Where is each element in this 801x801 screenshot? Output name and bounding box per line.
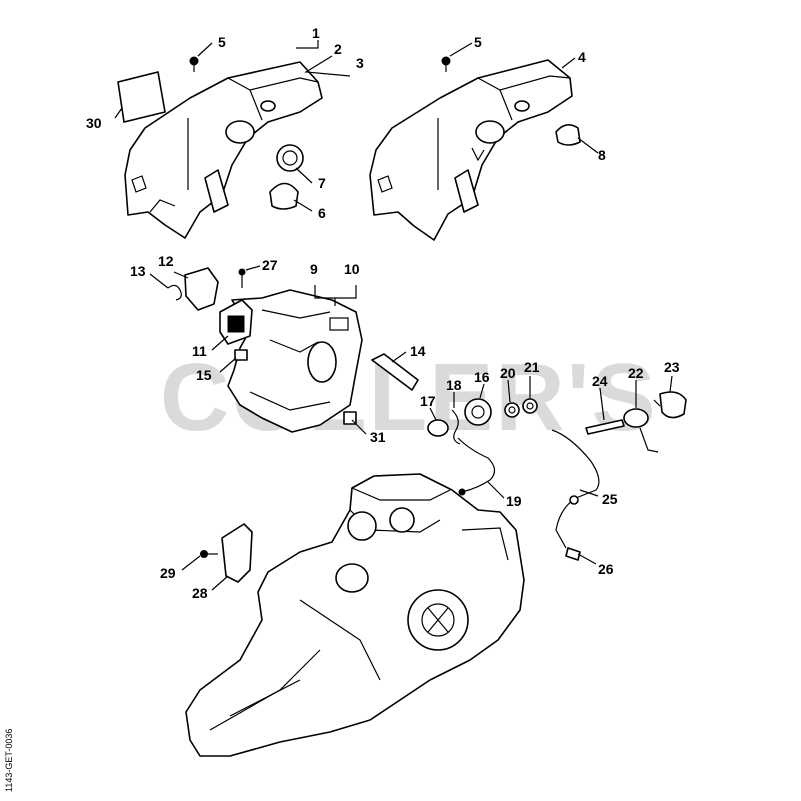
callout-8: 8	[598, 147, 606, 163]
cover-28	[221, 523, 253, 583]
callout-27: 27	[262, 257, 278, 273]
hose-25	[551, 429, 600, 549]
callout-5-right: 5	[474, 34, 482, 50]
callout-19: 19	[506, 493, 522, 509]
fitting-26	[565, 547, 581, 561]
dial-16	[464, 398, 492, 426]
drawing-code: 1143-GET-0036	[4, 729, 14, 792]
handle-housing-9-10	[227, 289, 363, 433]
callout-14: 14	[410, 343, 426, 359]
callout-23: 23	[664, 359, 680, 375]
valve-22	[623, 408, 659, 453]
shroud-right	[369, 59, 573, 241]
screw-5-left	[189, 56, 199, 72]
callout-29: 29	[160, 565, 176, 581]
callout-7: 7	[318, 175, 326, 191]
callout-30: 30	[86, 115, 102, 131]
wire-19	[457, 437, 496, 496]
screw-29	[200, 550, 218, 558]
callout-12: 12	[158, 253, 174, 269]
switch-17	[427, 419, 449, 437]
callout-10: 10	[344, 261, 360, 277]
spring-13	[167, 284, 182, 301]
screw-27	[238, 268, 246, 288]
pin-24	[585, 419, 625, 435]
callout-24: 24	[592, 373, 608, 389]
bracket-11	[219, 299, 253, 345]
cap-23	[653, 391, 687, 419]
filter-plate-30	[117, 71, 166, 123]
spring-18	[451, 409, 461, 445]
callout-labels: 1 2 3 5 5 4 30 7 6 8 9 10 13 12 27 11 15…	[86, 25, 680, 601]
callout-1: 1	[312, 25, 320, 41]
ring-21	[522, 398, 538, 414]
knob-7	[276, 144, 304, 172]
callout-15: 15	[196, 367, 212, 383]
callout-25: 25	[602, 491, 618, 507]
strip-14	[371, 353, 419, 391]
cap-6	[269, 182, 299, 210]
lever-12	[184, 267, 219, 311]
callout-16: 16	[474, 369, 490, 385]
callout-2: 2	[334, 41, 342, 57]
screw-5-right	[441, 56, 451, 72]
nut-15	[234, 349, 248, 361]
callout-5-left: 5	[218, 34, 226, 50]
callout-31: 31	[370, 429, 386, 445]
callout-18: 18	[446, 377, 462, 393]
callout-3: 3	[356, 55, 364, 71]
callout-6: 6	[318, 205, 326, 221]
callout-13: 13	[130, 263, 146, 279]
cap-8	[555, 124, 581, 146]
callout-17: 17	[420, 393, 436, 409]
callout-11: 11	[192, 343, 207, 359]
callout-22: 22	[628, 365, 644, 381]
callout-20: 20	[500, 365, 516, 381]
callout-28: 28	[192, 585, 208, 601]
ring-20	[504, 402, 520, 418]
callout-9: 9	[310, 261, 318, 277]
engine-body	[185, 473, 525, 757]
callout-21: 21	[524, 359, 540, 375]
callout-4: 4	[578, 49, 586, 65]
shroud-left	[124, 61, 323, 239]
leader-lines	[114, 40, 673, 591]
callout-26: 26	[598, 561, 614, 577]
